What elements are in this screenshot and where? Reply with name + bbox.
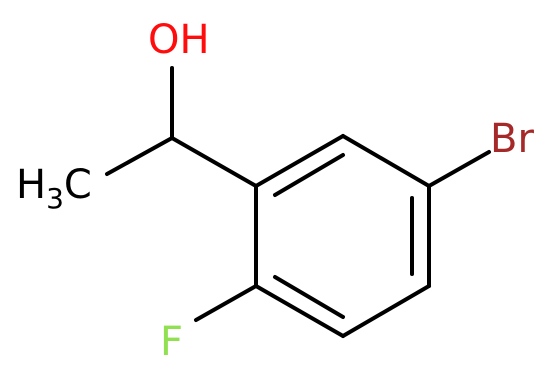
- ring-double-inner-3: [273, 275, 345, 319]
- ring-bond-c2-c3: [341, 134, 431, 188]
- methyl-label: H3C: [16, 162, 92, 215]
- ring-bond-c5-c6: [254, 284, 345, 338]
- methyl-subscript: 3: [46, 182, 64, 215]
- bond-c-ring: [170, 136, 258, 188]
- ring-bond-c1-c2: [254, 134, 345, 188]
- hydroxyl-label: OH: [148, 17, 210, 63]
- ring-double-inner-1: [273, 153, 345, 197]
- methyl-h: H: [16, 162, 46, 208]
- bond-ring-f: [194, 284, 258, 322]
- ring-bond-c4-c5: [341, 284, 431, 338]
- bromine-label: Br: [490, 116, 534, 162]
- bond-ring-br: [427, 150, 491, 188]
- bond-c-ch3: [105, 136, 174, 176]
- atom-labels: OH H3C Br F: [16, 17, 534, 365]
- fluorine-label: F: [160, 319, 183, 365]
- methyl-c: C: [64, 162, 92, 208]
- bonds: [105, 66, 491, 338]
